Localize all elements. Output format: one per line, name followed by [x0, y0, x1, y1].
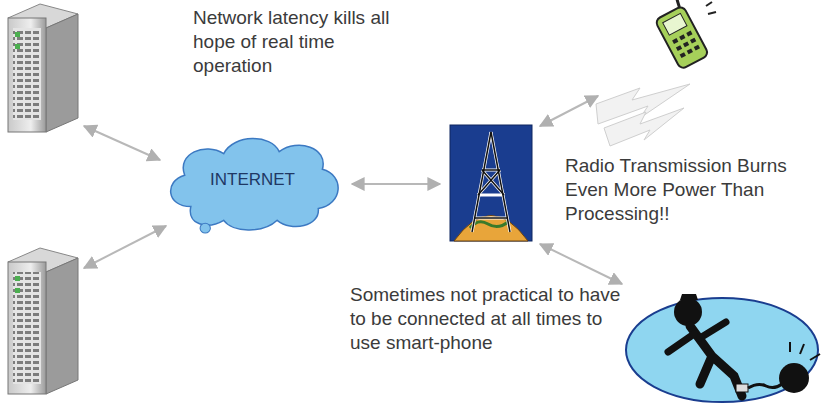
note-text: Radio Transmission Burns Even More Power… [565, 154, 793, 226]
node-text: INTERNET [160, 170, 345, 190]
convict-clipart [626, 294, 820, 402]
radio-tower [450, 125, 532, 241]
cloud-node: INTERNET [160, 130, 345, 238]
server-icon [8, 4, 78, 132]
link-arrow [84, 96, 622, 284]
server-icon [8, 248, 78, 394]
note-text: Network latency kills all hope of real t… [193, 6, 393, 78]
ring-marks [706, 2, 716, 14]
cell-phone [650, 0, 709, 70]
note-text: Sometimes not practical to have to be co… [350, 283, 630, 355]
radio-bolt [596, 84, 690, 146]
